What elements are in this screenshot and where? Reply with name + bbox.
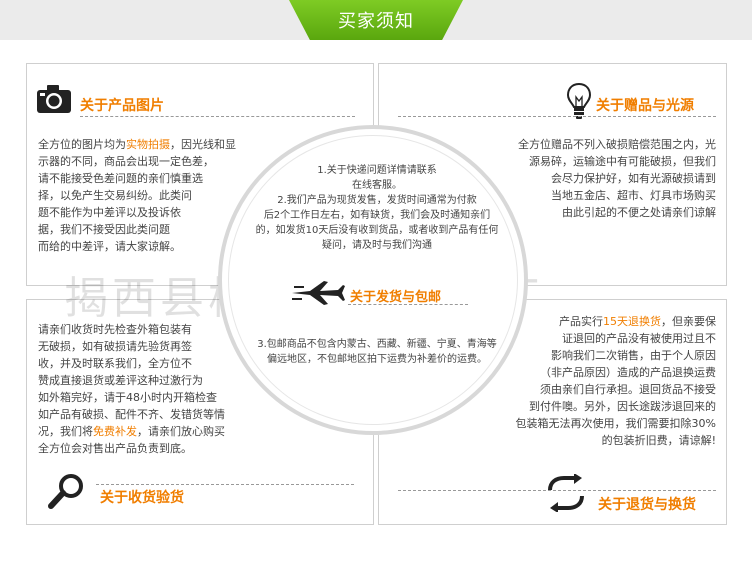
text-line: 到付件噢。另外，因长途跋涉退回来的 (529, 400, 716, 413)
exchange-arrows-icon (548, 474, 584, 512)
text-line: 请不能接受色差问题的亲们慎重选 (38, 172, 203, 185)
text-line: 须由亲们自行承担。退回货品不接受 (540, 383, 716, 396)
shipping-bottom-text: 3.包邮商品不包含内蒙古、西藏、新疆、宁夏、青海等 偏远地区，不包邮地区拍下运费… (232, 337, 522, 367)
text-line: 由此引起的不便之处请亲们谅解 (562, 206, 716, 219)
text-segment: 全方位的图片均为 (38, 138, 126, 151)
text-line: 收，并及时联系我们，全方位不 (38, 357, 192, 370)
text-line: 源易碎，运输途中有可能破损，但我们 (529, 155, 716, 168)
camera-icon (37, 85, 71, 113)
returns-divider (398, 490, 716, 491)
text-line: 请亲们收货时先检查外箱包装有 (38, 323, 192, 336)
text-line: 赞成直接退货或差评这种过激行为 (38, 374, 203, 387)
receipt-divider (96, 484, 354, 485)
text-line: 如外箱完好，请于48小时内开箱检查 (38, 391, 217, 404)
header-banner (289, 0, 463, 40)
highlight-real-photos: 实物拍摄 (126, 138, 170, 151)
shipping-top-text: 1.关于快递问题详情请联系 在线客服。 2.我们产品为现货发售，发货时间通常为付… (232, 163, 522, 253)
text-line: 证退回的产品没有被使用过且不 (562, 332, 716, 345)
highlight-free-reship: 免费补发 (93, 425, 137, 438)
text-line: 包装箱无法再次使用，我们需要扣除30% (515, 417, 716, 430)
product-photos-heading: 关于产品图片 (80, 98, 164, 114)
text-line: 全方位会对售出产品负责到底。 (38, 442, 192, 455)
text-line: 的，如发货10天后没有收到货品，或者收到产品有任何 (255, 225, 499, 236)
product-photos-divider (80, 116, 355, 117)
text-line: 2.我们产品为现货发售，发货时间通常为付款 (277, 195, 477, 206)
text-line: 据，我们不接受因此类问题 (38, 223, 170, 236)
text-line: 况，我们将免费补发，请亲们放心购买 (38, 423, 268, 440)
text-line: 全方位赠品不列入破损赔偿范围之内，光 (518, 138, 716, 151)
text-line: 题不能作为中差评以及投诉依 (38, 206, 181, 219)
page-title: 买家须知 (338, 11, 414, 32)
gifts-light-text: 全方位赠品不列入破损赔偿范围之内，光 源易碎，运输途中有可能破损，但我们 会尽力… (480, 136, 716, 221)
text-segment: ，请亲们放心购买 (137, 425, 225, 438)
text-segment: ，但亲要保 (661, 315, 716, 328)
text-segment: 产品实行 (559, 315, 603, 328)
text-line: 3.包邮商品不包含内蒙古、西藏、新疆、宁夏、青海等 (257, 339, 497, 350)
shipping-circle-inner (228, 135, 518, 425)
lightbulb-icon (566, 82, 592, 119)
text-line: 择，以免产生交易纠纷。此类问 (38, 189, 192, 202)
text-line: 偏远地区，不包邮地区拍下运费为补差价的运费。 (267, 354, 487, 365)
text-line: 示器的不同，商品会出现一定色差， (38, 155, 214, 168)
magnifier-icon (48, 474, 83, 509)
text-segment: ，因光线和显 (170, 138, 236, 151)
text-line: 产品实行15天退换货，但亲要保 (478, 313, 716, 330)
text-line: 无破损，如有破损请先验货再签 (38, 340, 192, 353)
product-photos-text: 全方位的图片均为实物拍摄，因光线和显 示器的不同，商品会出现一定色差， 请不能接… (38, 136, 268, 255)
receipt-heading: 关于收货验货 (100, 490, 184, 506)
text-line: 后2个工作日左右，如有缺货，我们会及时通知亲们 (263, 210, 491, 221)
text-line: （非产品原因）造成的产品退换运费 (540, 366, 716, 379)
gifts-light-divider (398, 116, 716, 117)
text-line: 全方位的图片均为实物拍摄，因光线和显 (38, 136, 268, 153)
gifts-light-heading: 关于赠品与光源 (596, 98, 694, 114)
shipping-divider (348, 304, 468, 305)
receipt-text: 请亲们收货时先检查外箱包装有 无破损，如有破损请先验货再签 收，并及时联系我们，… (38, 321, 268, 457)
text-line: 1.关于快递问题详情请联系 (317, 165, 437, 176)
airplane-icon (292, 281, 345, 305)
returns-text: 产品实行15天退换货，但亲要保 证退回的产品没有被使用过且不 影响我们二次销售，… (478, 313, 716, 449)
text-line: 疑问，请及时与我们沟通 (322, 240, 432, 251)
text-line: 当地五金店、超市、灯具市场购买 (551, 189, 716, 202)
highlight-15-day-returns: 15天退换货 (603, 315, 661, 328)
text-line: 影响我们二次销售，由于个人原因 (551, 349, 716, 362)
text-line: 如产品有破损、配件不齐、发错货等情 (38, 408, 225, 421)
text-segment: 况，我们将 (38, 425, 93, 438)
text-line: 会尽力保护好，如有光源破损请到 (551, 172, 716, 185)
text-line: 而给的中差评，请大家谅解。 (38, 240, 181, 253)
text-line: 在线客服。 (352, 180, 402, 191)
text-line: 的包装折旧费，请谅解! (601, 434, 716, 447)
shipping-heading: 关于发货与包邮 (350, 290, 442, 305)
returns-heading: 关于退货与换货 (598, 497, 696, 513)
